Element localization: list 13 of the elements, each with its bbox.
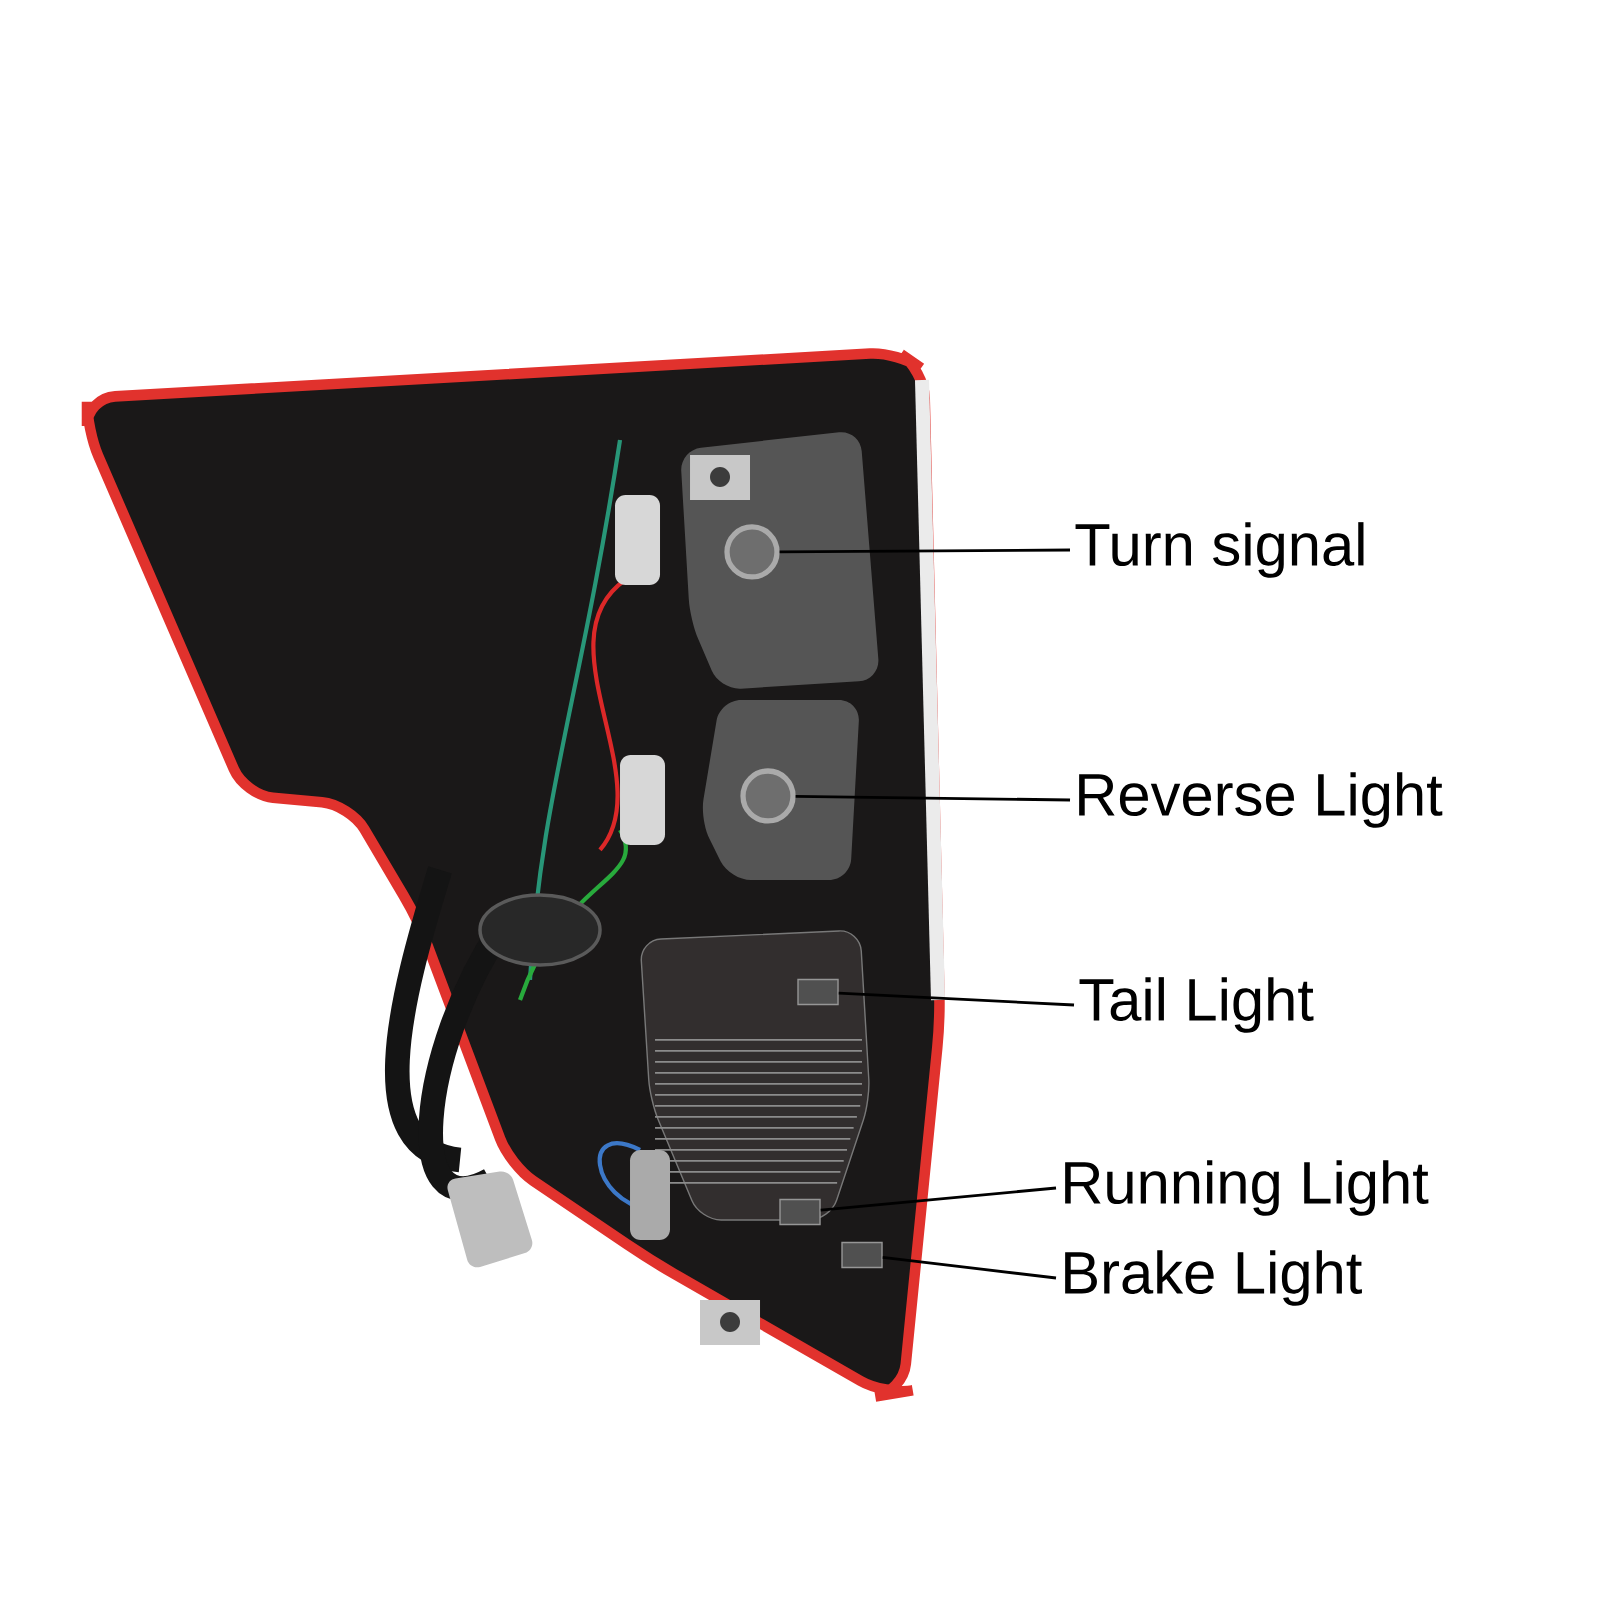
callout-label: Tail Light (1079, 977, 1314, 1033)
callout-label: Brake Light (1065, 1250, 1362, 1306)
leader-line (779, 548, 1071, 554)
lamp-section (841, 1241, 883, 1269)
callout-label: Running Light (1065, 1160, 1429, 1216)
leader-line (820, 1186, 1057, 1212)
leader-line (882, 1256, 1057, 1280)
leader-line (795, 794, 1071, 802)
lamp-section (797, 978, 839, 1006)
callout-label: Turn signal (1075, 522, 1364, 578)
leader-line (838, 991, 1075, 1007)
lamp-section (779, 1198, 821, 1226)
callout-label: Reverse Light (1079, 772, 1443, 828)
